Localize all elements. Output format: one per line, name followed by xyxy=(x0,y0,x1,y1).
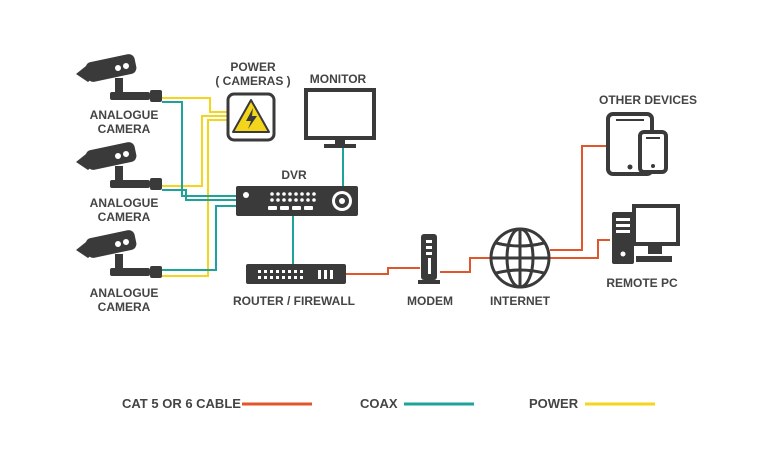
analogue-camera-2 xyxy=(76,142,162,190)
power-label-line2: ( CAMERAS ) xyxy=(215,74,290,88)
legend-label-cat: CAT 5 OR 6 CABLE xyxy=(122,396,241,411)
power-cable-camera-2 xyxy=(162,115,228,187)
camera-icon xyxy=(76,142,162,190)
camera-icon xyxy=(76,230,162,278)
remote-pc-label: REMOTE PC xyxy=(606,276,678,290)
globe-icon xyxy=(489,227,551,289)
modem-label: MODEM xyxy=(407,294,453,308)
legend-label-power: POWER xyxy=(529,396,579,411)
monitor-label: MONITOR xyxy=(310,72,367,86)
coax-cables xyxy=(162,101,344,271)
desktop-pc-icon xyxy=(612,204,680,264)
cat-cable-modem-internet xyxy=(440,257,490,273)
power-label: POWER xyxy=(230,60,276,74)
analogue-camera-1 xyxy=(76,54,162,102)
monitor-icon xyxy=(304,88,376,148)
cat-cables xyxy=(346,145,610,275)
dvr-label: DVR xyxy=(281,168,307,182)
coax-cable-camera-1 xyxy=(162,101,236,197)
phone-icon xyxy=(638,130,668,174)
camera-2-label: ANALOGUE xyxy=(90,196,159,210)
power-cables xyxy=(162,97,228,277)
router-label: ROUTER / FIREWALL xyxy=(233,294,355,308)
analogue-camera-3 xyxy=(76,230,162,278)
power-cable-camera-3 xyxy=(162,119,228,277)
camera-icon xyxy=(76,54,162,102)
camera-1-label: ANALOGUE xyxy=(90,108,159,122)
dvr-icon xyxy=(236,186,358,216)
internet-label: INTERNET xyxy=(490,294,551,308)
power-icon xyxy=(226,92,276,142)
modem-icon xyxy=(418,234,440,284)
other-devices-label: OTHER DEVICES xyxy=(599,93,697,107)
coax-cable-camera-2 xyxy=(162,189,236,201)
camera-1-label-line2: CAMERA xyxy=(98,122,151,136)
cat-cable-internet-pc xyxy=(550,239,610,259)
cat-cable-router-modem xyxy=(346,267,420,275)
cat-cable-internet-devices xyxy=(550,145,608,251)
router-icon xyxy=(246,264,346,284)
legend: CAT 5 OR 6 CABLE COAX POWER xyxy=(122,396,655,411)
power-cable-camera-1 xyxy=(162,97,228,113)
camera-2-label-line2: CAMERA xyxy=(98,210,151,224)
legend-label-coax: COAX xyxy=(360,396,398,411)
camera-3-label-line2: CAMERA xyxy=(98,300,151,314)
coax-cable-camera-3 xyxy=(162,205,236,271)
camera-3-label: ANALOGUE xyxy=(90,286,159,300)
